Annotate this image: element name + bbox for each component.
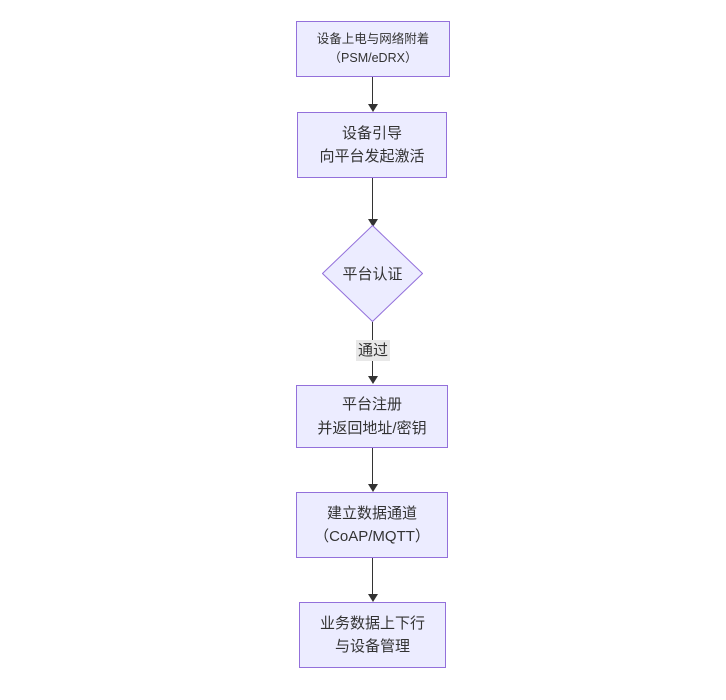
edge-line-a-b	[372, 77, 373, 104]
flow-node-data-channel: 建立数据通道 （CoAP/MQTT）	[296, 492, 448, 558]
node-label-line: 设备上电与网络附着	[316, 31, 430, 46]
edge-line-e-f	[372, 558, 373, 594]
flow-node-platform-register: 平台注册 并返回地址/密钥	[296, 385, 448, 448]
flow-node-power-attach: 设备上电与网络附着 （PSM/eDRX）	[296, 21, 450, 77]
node-label-line: （CoAP/MQTT）	[314, 528, 430, 545]
node-label-line: 向平台发起激活	[319, 148, 425, 165]
arrowhead-icon	[368, 594, 378, 602]
decision-diamond-shape	[322, 225, 423, 322]
node-label-line: 平台认证	[342, 266, 403, 283]
edge-label-pass: 通过	[355, 340, 391, 361]
node-label-line: 平台注册	[341, 396, 402, 414]
arrowhead-icon	[368, 376, 378, 384]
arrowhead-icon	[368, 219, 378, 227]
edge-line-d-e	[372, 448, 373, 484]
node-label-line: （PSM/eDRX）	[328, 51, 418, 65]
node-label-line: 与设备管理	[334, 638, 410, 655]
node-label-line: 并返回地址/密钥	[317, 419, 427, 437]
arrowhead-icon	[368, 104, 378, 112]
arrowhead-icon	[368, 484, 378, 492]
node-label-line: 建立数据通道	[326, 504, 417, 522]
node-label-line: 业务数据上下行	[319, 614, 425, 632]
flow-node-business-data: 业务数据上下行 与设备管理	[299, 602, 446, 668]
flow-node-device-bootstrap: 设备引导 向平台发起激活	[297, 112, 447, 178]
edge-line-b-c	[372, 178, 373, 219]
flow-node-platform-auth: 平台认证	[322, 225, 423, 322]
node-label-line: 设备引导	[341, 124, 402, 142]
